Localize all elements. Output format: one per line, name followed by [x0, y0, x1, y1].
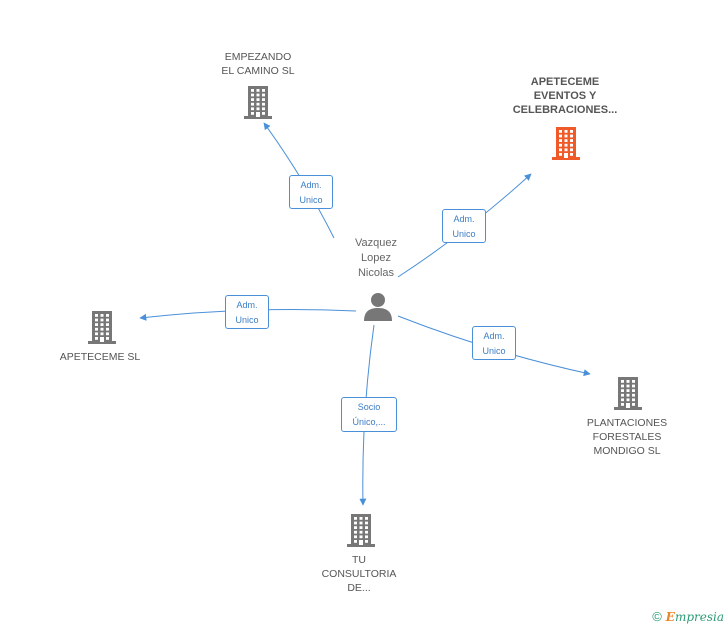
edge-label-apeteceme-eventos[interactable]: Adm. Unico — [442, 209, 486, 243]
brand-logo-e: E — [665, 609, 675, 624]
company-label: APETECEME SL — [59, 351, 141, 363]
building-icon — [244, 86, 272, 119]
company-label: EMPEZANDO EL CAMINO SL — [221, 51, 295, 77]
company-label: PLANTACIONES FORESTALES MONDIGO SL — [586, 417, 668, 457]
brand-logo-text: mpresia — [674, 609, 724, 624]
person-name: Vazquez Lopez Nicolas — [355, 237, 397, 279]
footer-brand: © Empresia — [652, 609, 724, 624]
building-icon — [552, 127, 580, 160]
copyright-icon: © — [652, 609, 662, 624]
building-icon — [88, 311, 116, 344]
company-label: APETECEME EVENTOS Y CELEBRACIONES... — [512, 76, 618, 116]
edge-label-plantaciones[interactable]: Adm. Unico — [472, 326, 516, 360]
company-label: TU CONSULTORIA DE... — [321, 554, 397, 594]
edge-label-empezando[interactable]: Adm. Unico — [289, 175, 333, 209]
person-icon[interactable] — [362, 290, 394, 322]
building-icon — [614, 377, 642, 410]
edge-label-apeteceme-sl[interactable]: Adm. Unico — [225, 295, 269, 329]
edge-label-tu-consultoria[interactable]: Socio Único,... — [341, 397, 397, 432]
building-icon — [347, 514, 375, 547]
